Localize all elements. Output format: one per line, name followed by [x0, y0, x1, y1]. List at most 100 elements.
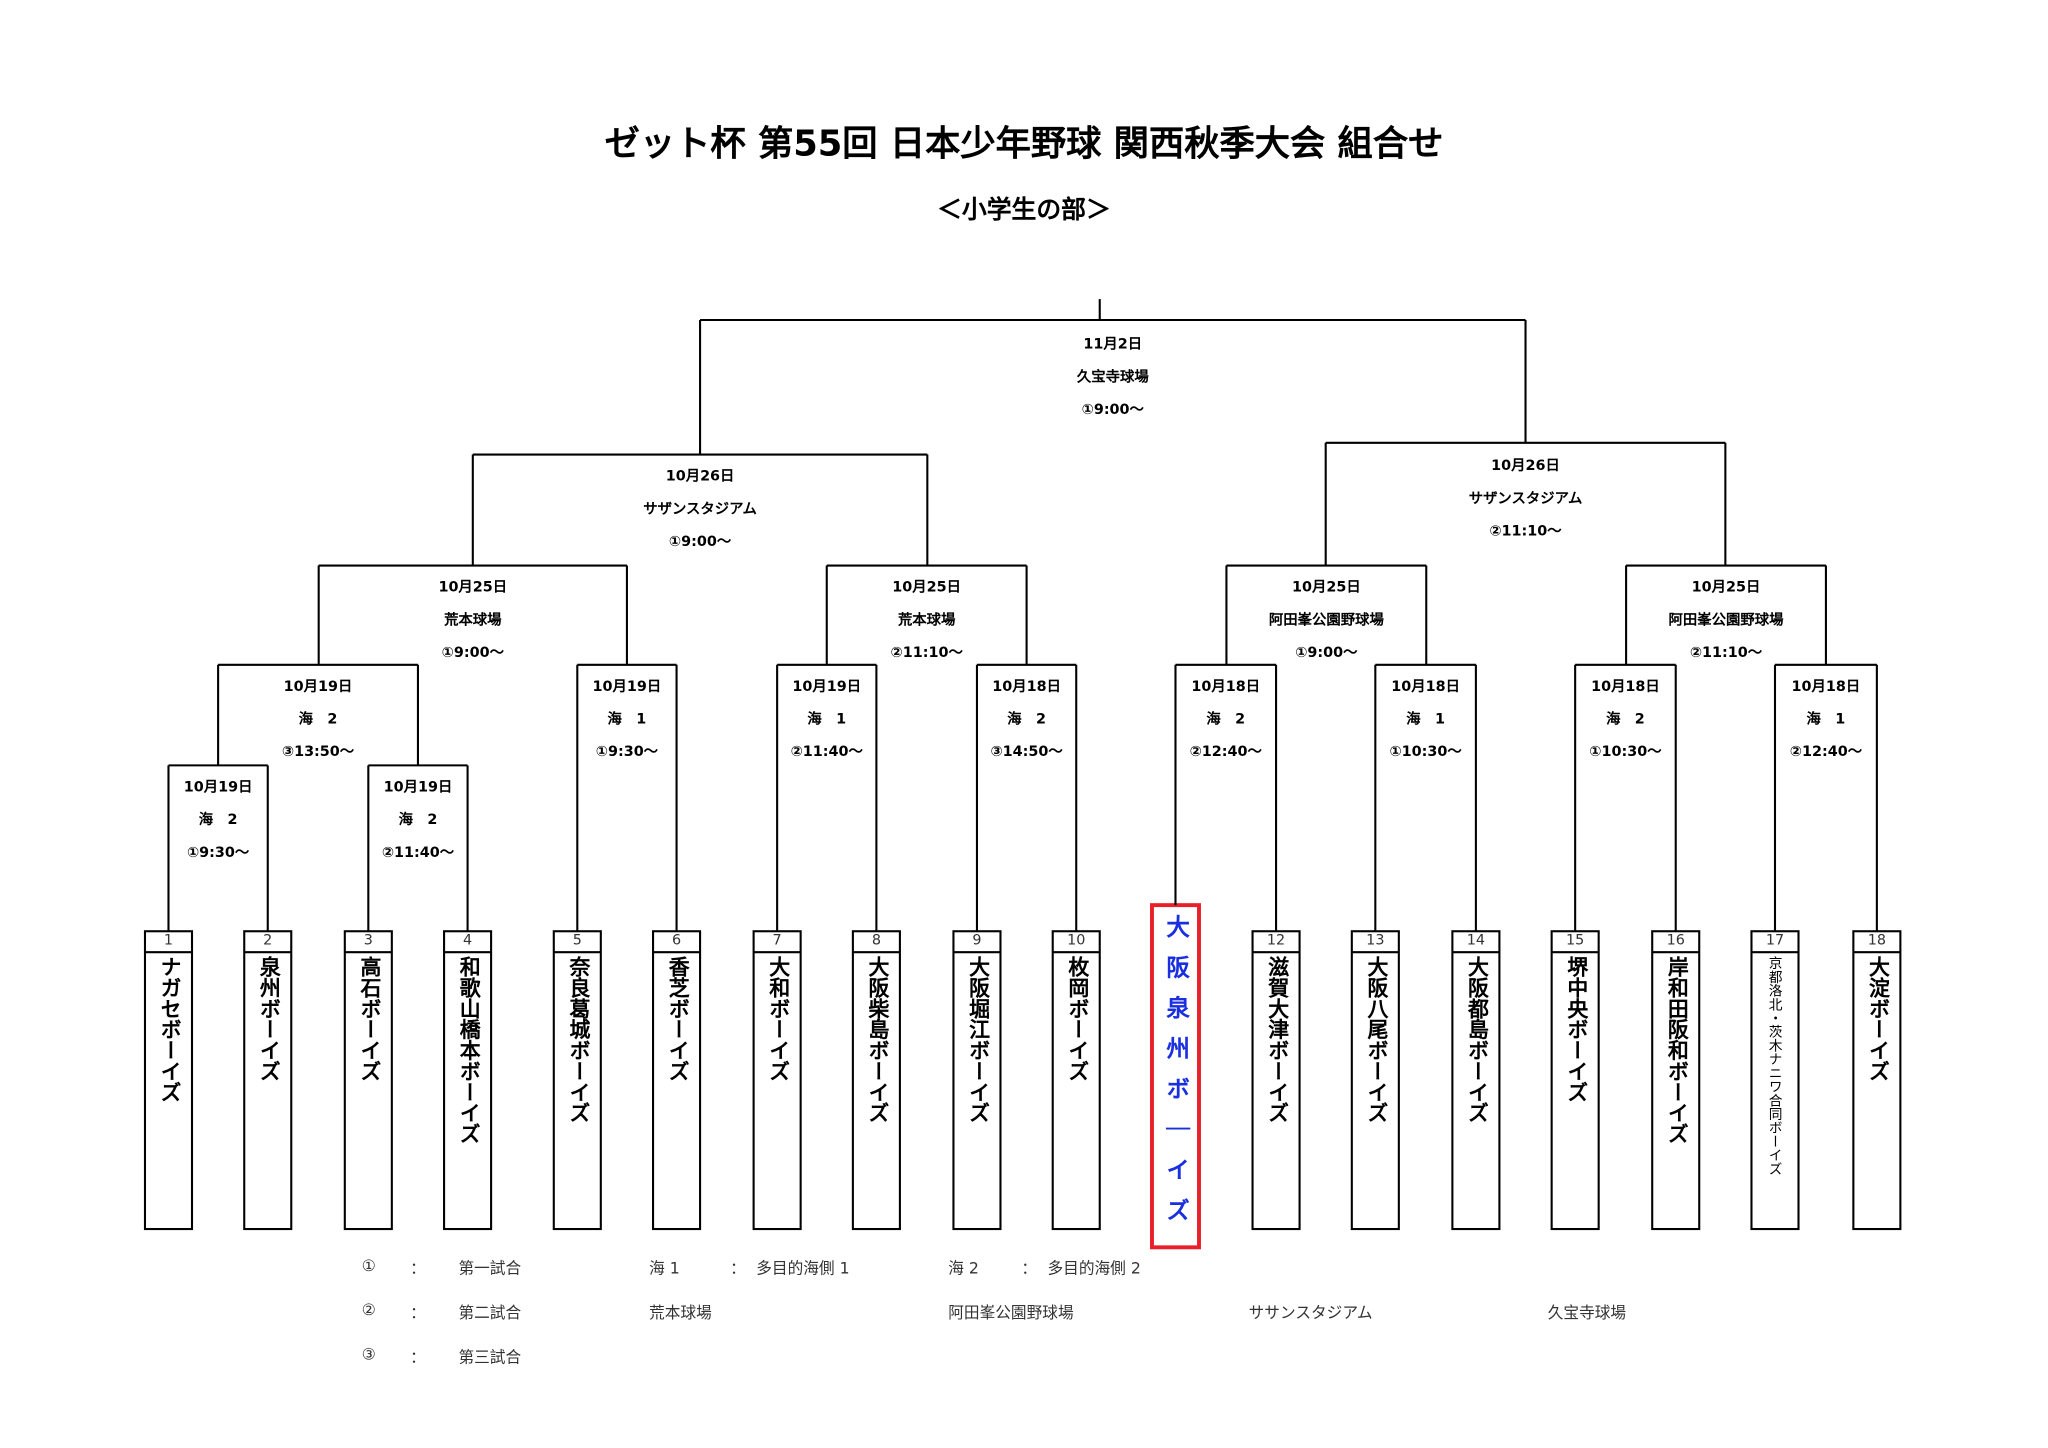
- team-box: [1051, 930, 1101, 1231]
- team-number: 12: [1266, 931, 1286, 949]
- match-venue: 海 2: [198, 811, 238, 829]
- match-venue: 阿田峯公園野球場: [1668, 611, 1784, 629]
- team-box: [652, 930, 702, 1231]
- match-venue: 海 1: [1806, 710, 1846, 728]
- match-venue: 阿田峯公園野球場: [1268, 611, 1384, 629]
- team-number: 4: [463, 931, 473, 949]
- legend-colon: ：: [410, 1259, 426, 1278]
- team-name: 枚岡ボーイズ: [1064, 956, 1090, 1082]
- match-time: ②12:40～: [1189, 743, 1262, 761]
- match-date: 10月18日: [1591, 677, 1660, 695]
- match-venue: 久宝寺球場: [1076, 368, 1149, 386]
- legend-colon: ：: [410, 1303, 426, 1322]
- match-venue: 海 2: [1206, 710, 1246, 728]
- team-name: 京都洛北・茨木ナニワ合同ボーイズ: [1767, 956, 1783, 1176]
- match-time: ③14:50～: [990, 743, 1063, 761]
- team-name: 和歌山橋本ボーイズ: [455, 956, 481, 1145]
- legend-label: 第二試合: [458, 1303, 522, 1322]
- match-date: 10月18日: [1791, 677, 1861, 695]
- legend-b_colon: ：: [1021, 1259, 1038, 1278]
- team-number: 14: [1466, 931, 1486, 949]
- match-date: 10月26日: [1491, 457, 1560, 475]
- legend-b: 海 2: [948, 1259, 979, 1278]
- team-box: [443, 930, 493, 1231]
- match-time: ①9:00～: [1081, 400, 1144, 418]
- match-venue: 海 1: [1406, 710, 1445, 728]
- legend-label: 第三試合: [458, 1347, 522, 1367]
- team-box: [1251, 930, 1301, 1231]
- match-venue: 海 2: [298, 710, 338, 728]
- team-box: [552, 930, 602, 1231]
- match-date: 10月25日: [892, 578, 962, 596]
- legend-v1: 荒本球場: [649, 1303, 712, 1322]
- match-venue: 海 2: [1007, 710, 1046, 728]
- team-number: 2: [263, 931, 273, 949]
- match-time: ①9:30～: [595, 743, 659, 761]
- team-name: 大和ボーイズ: [765, 956, 791, 1082]
- team-name: 泉州ボーイズ: [255, 956, 281, 1082]
- team-number: 5: [572, 931, 582, 949]
- team-number: 18: [1867, 931, 1887, 949]
- legend-label: 第一試合: [458, 1259, 522, 1278]
- match-time: ①9:00～: [668, 532, 732, 550]
- match-venue: 海 2: [1606, 710, 1645, 728]
- match-venue: 海 1: [807, 710, 847, 728]
- team-number: 1: [163, 931, 174, 949]
- team-name: 香芝ボーイズ: [664, 956, 690, 1082]
- team-name: 大淀ボーイズ: [1865, 956, 1890, 1082]
- team-number: 6: [671, 931, 682, 949]
- match-venue: サザンスタジアム: [1468, 489, 1583, 507]
- legend-mark: ③: [361, 1345, 376, 1364]
- team-name: 大阪八尾ボーイズ: [1363, 956, 1389, 1124]
- legend-mark: ②: [361, 1300, 376, 1320]
- team-number: 17: [1765, 931, 1785, 949]
- team-name: 大阪堀江ボーイズ: [965, 956, 991, 1124]
- match-venue: サザンスタジアム: [643, 500, 757, 518]
- legend-v4: 久宝寺球場: [1547, 1303, 1627, 1322]
- legend-a_colon: ：: [730, 1259, 746, 1278]
- team-number: 15: [1566, 931, 1585, 949]
- match-date: 10月19日: [383, 778, 453, 796]
- match-date: 10月19日: [592, 677, 662, 695]
- match-time: ③13:50～: [281, 743, 355, 761]
- team-box: [952, 930, 1002, 1231]
- match-date: 11月2日: [1083, 335, 1143, 353]
- match-time: ②12:40～: [1789, 743, 1863, 761]
- match-time: ①10:30～: [1589, 743, 1662, 761]
- match-venue: 荒本球場: [444, 611, 502, 629]
- match-date: 10月18日: [1391, 677, 1460, 695]
- match-time: ①9:00～: [1295, 643, 1358, 661]
- match-time: ②11:10～: [890, 643, 963, 661]
- team-name: 堺中央ボーイズ: [1563, 956, 1589, 1103]
- team-number: 7: [772, 931, 782, 949]
- team-name: ナガセボーイズ: [156, 956, 182, 1103]
- team-box: [752, 930, 802, 1231]
- team-number: 3: [363, 931, 373, 949]
- match-date: 10月18日: [1191, 677, 1261, 695]
- legend-b_desc: 多目的海側 2: [1047, 1259, 1141, 1278]
- match-date: 10月19日: [183, 778, 253, 796]
- team-box: [1451, 930, 1501, 1231]
- page-title: ゼット杯 第55回 日本少年野球 関西秋季大会 組合せ: [604, 124, 1444, 165]
- team-box: [1550, 930, 1600, 1231]
- team-name: 大阪都島ボーイズ: [1464, 956, 1489, 1124]
- match-date: 10月25日: [438, 578, 508, 596]
- legend-v2: 阿田峯公園野球場: [948, 1303, 1074, 1322]
- match-date: 10月18日: [992, 677, 1061, 695]
- match-date: 10月25日: [1691, 578, 1761, 596]
- match-time: ②11:40～: [381, 843, 455, 861]
- team-name: 大阪柴島ボーイズ: [864, 956, 890, 1124]
- legend-mark: ①: [361, 1256, 376, 1275]
- team-box: [1852, 930, 1902, 1231]
- team-name: 滋賀大津ボーイズ: [1264, 956, 1290, 1124]
- team-name: 岸和田阪和ボーイズ: [1663, 956, 1689, 1145]
- page-subtitle: ＜小学生の部＞: [937, 195, 1111, 225]
- match-venue: 海 2: [398, 811, 438, 829]
- match-date: 10月26日: [665, 467, 735, 485]
- team-box: [243, 930, 293, 1231]
- match-time: ①10:30～: [1389, 743, 1462, 761]
- match-time: ②11:10～: [1689, 643, 1763, 661]
- team-number: 10: [1067, 931, 1086, 949]
- legend-v3: ササンスタジアム: [1248, 1303, 1373, 1322]
